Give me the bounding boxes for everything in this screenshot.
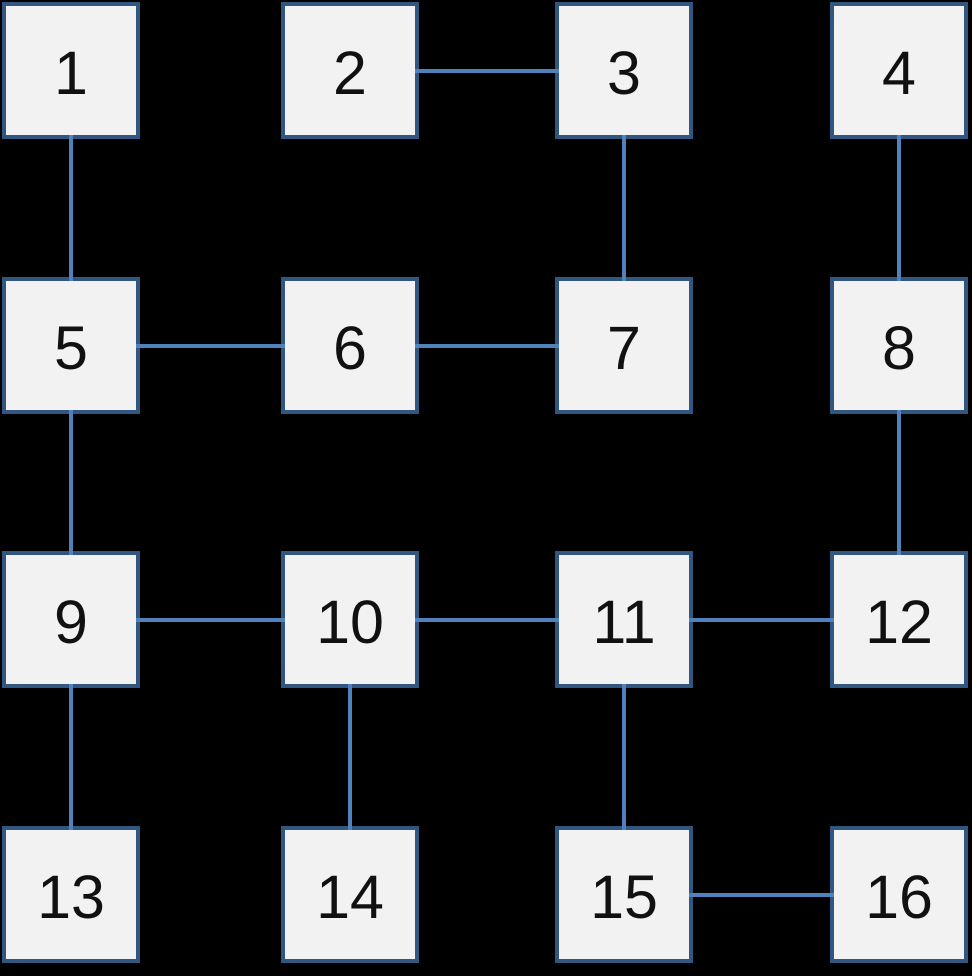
edge-6-7: [415, 344, 559, 348]
node-13: 13: [2, 826, 140, 963]
edge-15-16: [689, 893, 834, 897]
node-15: 15: [555, 826, 693, 963]
edge-9-13: [69, 684, 73, 830]
edge-3-7: [622, 135, 626, 281]
edge-10-11: [415, 618, 559, 622]
node-3: 3: [555, 2, 693, 139]
edge-2-3: [415, 69, 559, 73]
edge-9-10: [136, 618, 285, 622]
node-9: 9: [2, 551, 140, 688]
node-label: 11: [592, 588, 656, 656]
node-label: 15: [590, 863, 658, 931]
node-label: 6: [333, 314, 367, 382]
node-label: 14: [316, 863, 384, 931]
node-label: 4: [882, 39, 916, 107]
node-label: 5: [54, 314, 88, 382]
edge-11-15: [622, 684, 626, 830]
node-label: 12: [865, 588, 933, 656]
edge-1-5: [69, 135, 73, 281]
node-label: 10: [316, 588, 384, 656]
node-12: 12: [830, 551, 968, 688]
node-label: 3: [607, 39, 641, 107]
node-label: 16: [865, 863, 933, 931]
node-14: 14: [281, 826, 419, 963]
edge-8-12: [897, 410, 901, 555]
node-2: 2: [281, 2, 419, 139]
node-5: 5: [2, 277, 140, 414]
edge-10-14: [348, 684, 352, 830]
node-4: 4: [830, 2, 968, 139]
node-label: 8: [882, 314, 916, 382]
node-10: 10: [281, 551, 419, 688]
node-7: 7: [555, 277, 693, 414]
node-8: 8: [830, 277, 968, 414]
node-label: 1: [54, 39, 88, 107]
edge-11-12: [689, 618, 834, 622]
edge-5-6: [136, 344, 285, 348]
node-16: 16: [830, 826, 968, 963]
node-label: 9: [54, 588, 88, 656]
node-label: 7: [607, 314, 641, 382]
edge-4-8: [897, 135, 901, 281]
node-11: 11: [555, 551, 693, 688]
node-label: 2: [333, 39, 367, 107]
edge-5-9: [69, 410, 73, 555]
node-1: 1: [2, 2, 140, 139]
node-6: 6: [281, 277, 419, 414]
node-label: 13: [37, 863, 105, 931]
